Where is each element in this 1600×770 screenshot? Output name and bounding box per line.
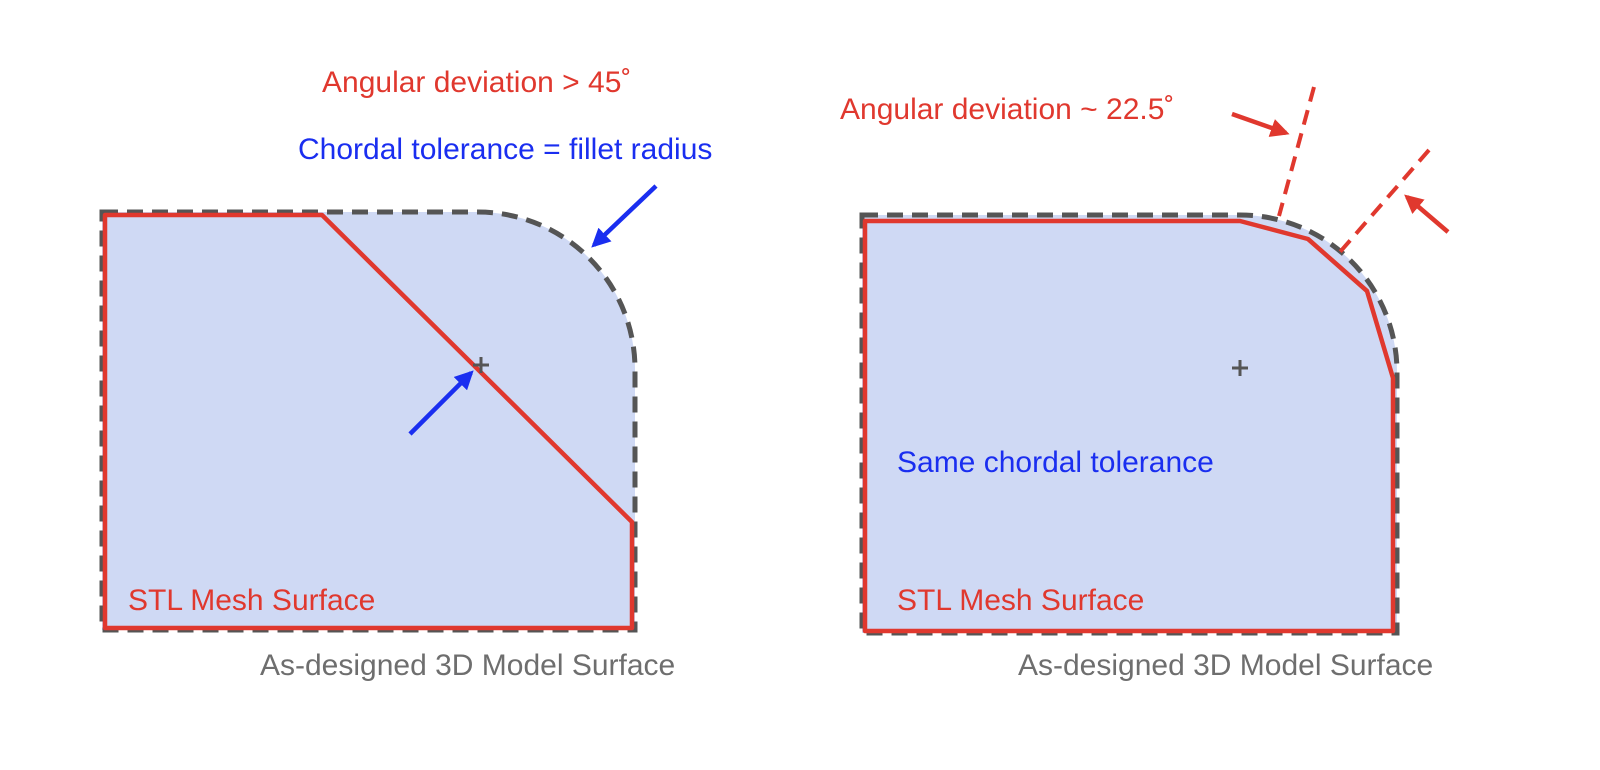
left-angular-deviation-label: Angular deviation > 45˚	[322, 66, 631, 99]
left-chordal-tolerance-label: Chordal tolerance = fillet radius	[298, 133, 712, 166]
right-center-mark-icon	[1232, 360, 1248, 376]
right-model-outline	[859, 212, 1400, 636]
right-model-fill	[862, 215, 1397, 633]
left-mesh-outline	[102, 212, 635, 631]
left-model-surface-caption: As-designed 3D Model Surface	[260, 649, 675, 682]
left-panel: Angular deviation > 45˚ Chordal toleranc…	[99, 66, 712, 682]
right-panel: Angular deviation ~ 22.5˚ Same chordal t…	[840, 86, 1450, 682]
right-angle-line-2	[1338, 148, 1431, 254]
right-stl-mesh-label: STL Mesh Surface	[897, 584, 1144, 617]
left-chordal-tolerance-arrow-icon	[591, 184, 658, 248]
left-chord-arrow-icon	[408, 370, 474, 436]
left-model-outline	[99, 209, 638, 633]
right-angle-arrow-right-icon	[1404, 194, 1450, 234]
left-model-fill	[102, 212, 635, 630]
right-model-surface-caption: As-designed 3D Model Surface	[1018, 649, 1433, 682]
right-mesh-outline	[862, 218, 1396, 634]
right-angle-line-1	[1277, 86, 1316, 217]
left-center-mark-icon	[473, 357, 489, 373]
left-stl-mesh-label: STL Mesh Surface	[128, 584, 375, 617]
right-angle-arrow-left-icon	[1231, 111, 1290, 137]
right-chordal-tolerance-label: Same chordal tolerance	[897, 446, 1214, 479]
right-angular-deviation-label: Angular deviation ~ 22.5˚	[840, 93, 1174, 126]
